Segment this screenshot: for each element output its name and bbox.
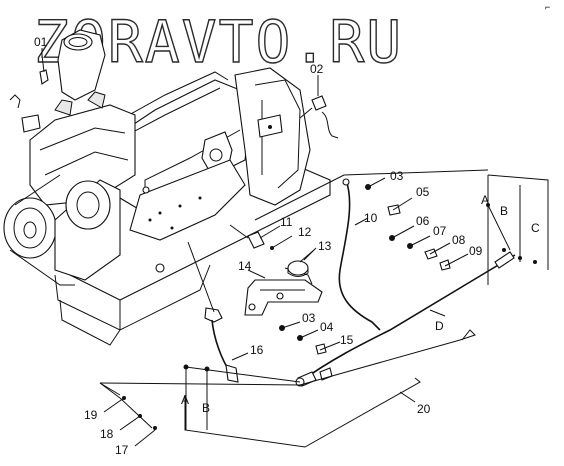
end-bracket-plate bbox=[486, 174, 549, 285]
connection-letters: A B C A B D bbox=[181, 193, 540, 415]
callout-09: 09 bbox=[469, 244, 483, 258]
callout-10: 10 bbox=[364, 211, 378, 225]
throttle-cable bbox=[99, 169, 516, 448]
letter-left-a: A bbox=[181, 393, 189, 407]
callout-05: 05 bbox=[416, 185, 430, 199]
letter-cable-d: D bbox=[435, 319, 444, 333]
callout-04: 04 bbox=[320, 320, 334, 334]
callout-13: 13 bbox=[318, 239, 332, 253]
callout-17: 17 bbox=[115, 443, 129, 457]
switch-13 bbox=[287, 260, 309, 277]
callout-11: 11 bbox=[280, 215, 293, 229]
corner-mark: ⌐ bbox=[545, 2, 550, 12]
callout-06: 06 bbox=[416, 214, 430, 228]
rod-10 bbox=[338, 178, 381, 331]
callout-20: 20 bbox=[417, 402, 431, 416]
callout-02: 02 bbox=[310, 62, 324, 76]
letter-right-b: B bbox=[500, 204, 508, 218]
callout-labels: 01 02 03 05 10 06 07 08 09 11 12 13 14 0… bbox=[34, 35, 483, 457]
engine-block bbox=[3, 29, 339, 346]
callout-15: 15 bbox=[340, 333, 354, 347]
leader-lines bbox=[41, 48, 469, 447]
callout-19: 19 bbox=[84, 408, 98, 422]
callout-16: 16 bbox=[250, 343, 264, 357]
letter-left-b: B bbox=[202, 401, 210, 415]
callout-01: 01 bbox=[34, 35, 48, 49]
fitting-11 bbox=[229, 224, 265, 249]
callout-03-upper: 03 bbox=[390, 169, 404, 183]
callout-14: 14 bbox=[238, 259, 252, 273]
callout-18: 18 bbox=[100, 427, 114, 441]
callout-03-lower: 03 bbox=[302, 311, 316, 325]
callout-12: 12 bbox=[298, 225, 312, 239]
lever-16 bbox=[187, 241, 239, 383]
letter-right-a: A bbox=[481, 193, 489, 207]
callout-07: 07 bbox=[433, 224, 447, 238]
bracket-14 bbox=[244, 267, 323, 316]
letter-right-c: C bbox=[531, 221, 540, 235]
callout-08: 08 bbox=[452, 233, 466, 247]
